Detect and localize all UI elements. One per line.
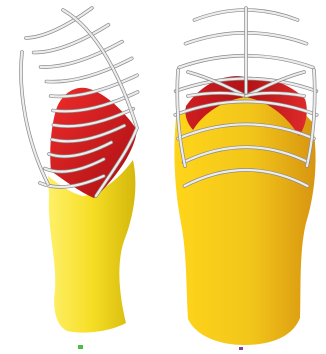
- left-rib-shadow: [34, 25, 109, 53]
- left-spine: [21, 52, 48, 184]
- left-rib: [34, 25, 109, 53]
- purple-marker: [239, 347, 243, 350]
- right-torso-model: [174, 8, 316, 345]
- green-marker: [78, 345, 83, 349]
- left-torso-model: [21, 8, 138, 333]
